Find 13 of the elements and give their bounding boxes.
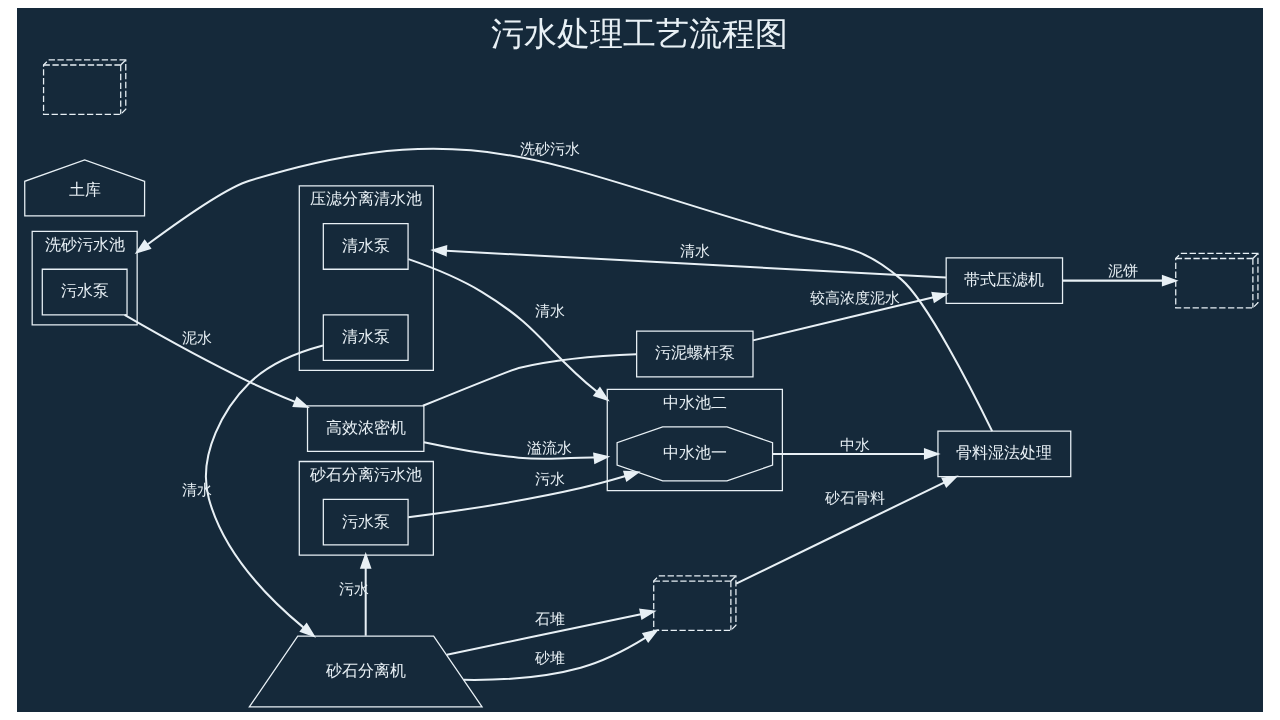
edge-label: 较高浓度泥水 xyxy=(810,288,901,307)
edge-label: 清水 xyxy=(534,301,565,320)
edge-label: 砂堆 xyxy=(534,649,565,668)
edge-label: 泥水 xyxy=(181,329,212,348)
edge-label: 砂石骨料 xyxy=(825,488,886,507)
edge-label: 泥饼 xyxy=(1108,262,1139,281)
edge-label: 清水 xyxy=(679,242,710,261)
edge-label: 污水 xyxy=(534,469,565,488)
edge-label: 中水 xyxy=(840,435,871,454)
edge-label: 石堆 xyxy=(534,610,565,629)
edge-label: 溢流水 xyxy=(527,439,573,458)
edge-label: 洗砂污水 xyxy=(519,139,580,158)
diagram-title: 污水处理工艺流程图 xyxy=(491,13,789,53)
